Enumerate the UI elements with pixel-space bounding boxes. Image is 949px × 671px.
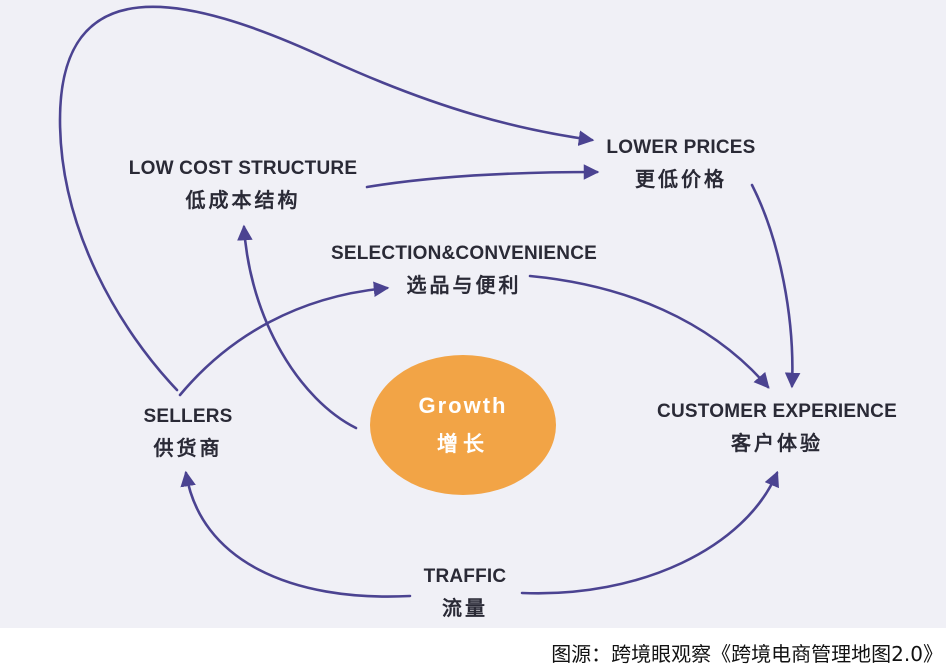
node-sellers-zh: 供货商 <box>153 436 223 460</box>
node-low-cost-structure-en: LOW COST STRUCTURE <box>128 158 358 179</box>
growth-label-en: Growth <box>418 393 508 418</box>
node-traffic-en: TRAFFIC <box>423 566 507 587</box>
node-lower-prices-en: LOWER PRICES <box>606 137 756 158</box>
arrow-sellers-to-selection <box>178 281 390 397</box>
source-caption: 图源：跨境眼观察《跨境电商管理地图2.0》 <box>551 642 943 666</box>
node-low-cost-structure: LOW COST STRUCTURE 低成本结构 <box>118 157 368 215</box>
node-traffic-zh: 流量 <box>442 596 488 620</box>
node-customer-experience: CUSTOMER EXPERIENCE 客户体验 <box>652 400 902 458</box>
node-customer-experience-zh: 客户体验 <box>731 431 823 455</box>
node-customer-experience-en: CUSTOMER EXPERIENCE <box>657 401 897 422</box>
arrow-selection-to-customer <box>528 274 770 389</box>
growth-circle <box>370 355 556 495</box>
arrow-low-cost-to-lower-prices <box>365 164 600 189</box>
arrow-traffic-to-sellers <box>180 470 412 598</box>
node-lower-prices: LOWER PRICES 更低价格 <box>590 136 772 194</box>
node-low-cost-structure-zh: 低成本结构 <box>185 188 301 212</box>
arrow-growth-to-low-cost <box>237 224 358 430</box>
growth-label-zh: 增长 <box>437 432 489 456</box>
node-sellers-en: SELLERS <box>143 406 233 427</box>
node-selection-convenience: SELECTION&CONVENIENCE 选品与便利 <box>322 242 606 300</box>
arrow-sellers-to-lower-prices <box>58 5 595 392</box>
node-selection-convenience-zh: 选品与便利 <box>406 273 522 297</box>
node-sellers: SELLERS 供货商 <box>126 405 250 463</box>
arrow-customer-to-traffic <box>520 470 779 595</box>
node-lower-prices-zh: 更低价格 <box>635 167 727 191</box>
arrow-lower-prices-to-customer <box>750 183 801 389</box>
node-selection-convenience-en: SELECTION&CONVENIENCE <box>330 243 597 264</box>
node-traffic: TRAFFIC 流量 <box>405 565 525 623</box>
